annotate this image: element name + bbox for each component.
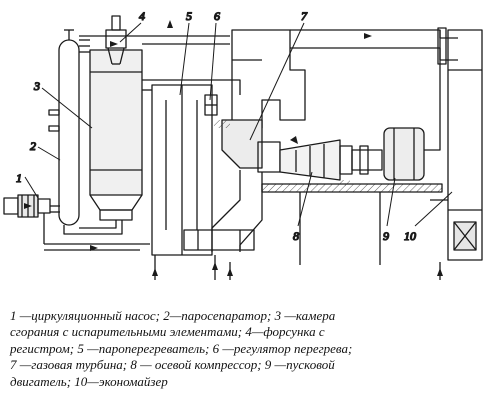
figure-caption: 1 —циркуляционный насос; 2—паросепаратор…: [10, 308, 482, 390]
label-5: 5: [186, 9, 192, 23]
superheat-regulator: [204, 94, 218, 116]
starting-motor: [351, 127, 425, 181]
caption-line: 1 —циркуляционный насос; 2—паросепаратор…: [10, 308, 336, 323]
caption-line: сгорания с испарительными элементами; 4—…: [10, 324, 325, 340]
label-8: 8: [293, 229, 299, 243]
caption-line: двигатель; 10—экономайзер: [10, 373, 168, 389]
caption-line: 7 —газовая турбина; 8 — осевой компрессо…: [10, 357, 335, 373]
label-4: 4: [139, 9, 145, 23]
label-9: 9: [383, 229, 389, 243]
superheater: [151, 84, 213, 256]
label-10: 10: [404, 229, 416, 243]
flow-arrows: [24, 20, 443, 276]
label-1: 1: [16, 171, 22, 185]
label-3: 3: [33, 79, 40, 93]
burner-register: [105, 15, 127, 65]
economizer: [447, 29, 483, 261]
axial-compressor: [279, 139, 353, 181]
label-2: 2: [30, 139, 36, 153]
circulation-pump: [3, 194, 60, 218]
gas-turbine: [221, 29, 306, 173]
steam-separator: [48, 29, 80, 226]
caption-line: регистром; 5 —пароперегреватель; 6 —регу…: [10, 340, 353, 356]
boiler-plant-schematic: 1 2 3 4 5 6 7 8 9 10: [3, 8, 483, 280]
combustion-chamber: [63, 45, 143, 235]
label-6: 6: [214, 9, 220, 23]
leader-lines: [24, 22, 453, 227]
label-7: 7: [301, 9, 308, 23]
